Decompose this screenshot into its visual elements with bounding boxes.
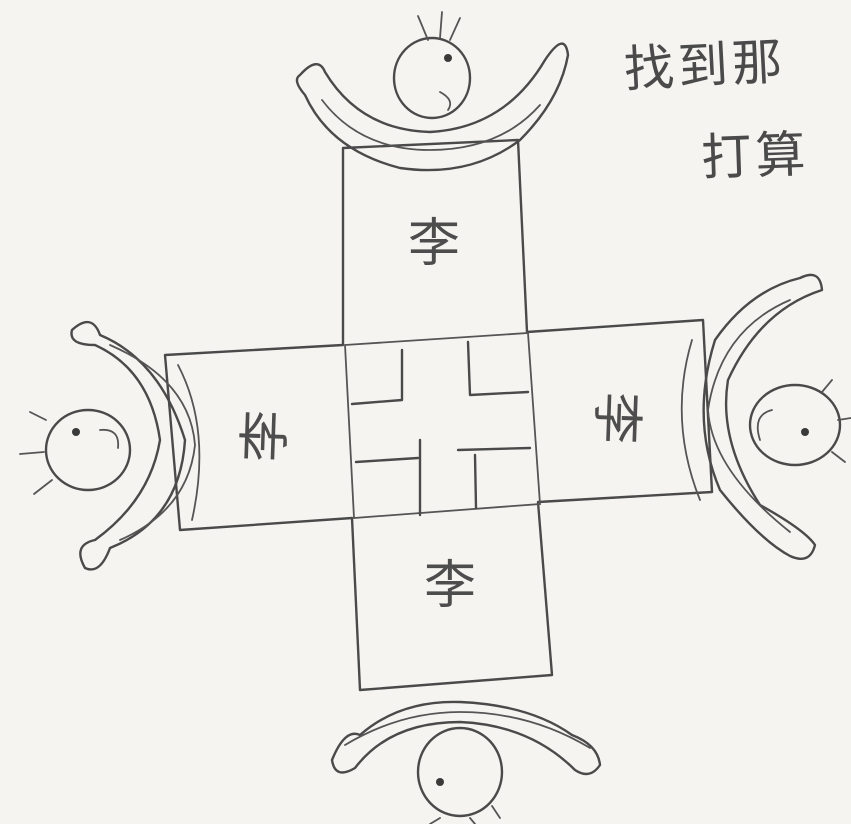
person-right	[750, 380, 851, 465]
person-top	[394, 12, 470, 118]
seat-label-left: 李	[239, 409, 293, 463]
chair-top	[297, 44, 568, 170]
chair-left	[71, 322, 199, 569]
seat-label-right: 李	[589, 391, 643, 445]
seat-label-top: 李	[408, 218, 460, 270]
person-left	[20, 410, 130, 494]
center-maze-pattern	[352, 342, 530, 515]
person-bottom	[418, 728, 502, 824]
seat-label-bottom: 李	[424, 560, 476, 612]
handwritten-note-line-1: 找到那	[622, 22, 788, 102]
handwritten-note-line-2: 打算	[700, 114, 810, 190]
chair-bottom	[332, 702, 600, 774]
